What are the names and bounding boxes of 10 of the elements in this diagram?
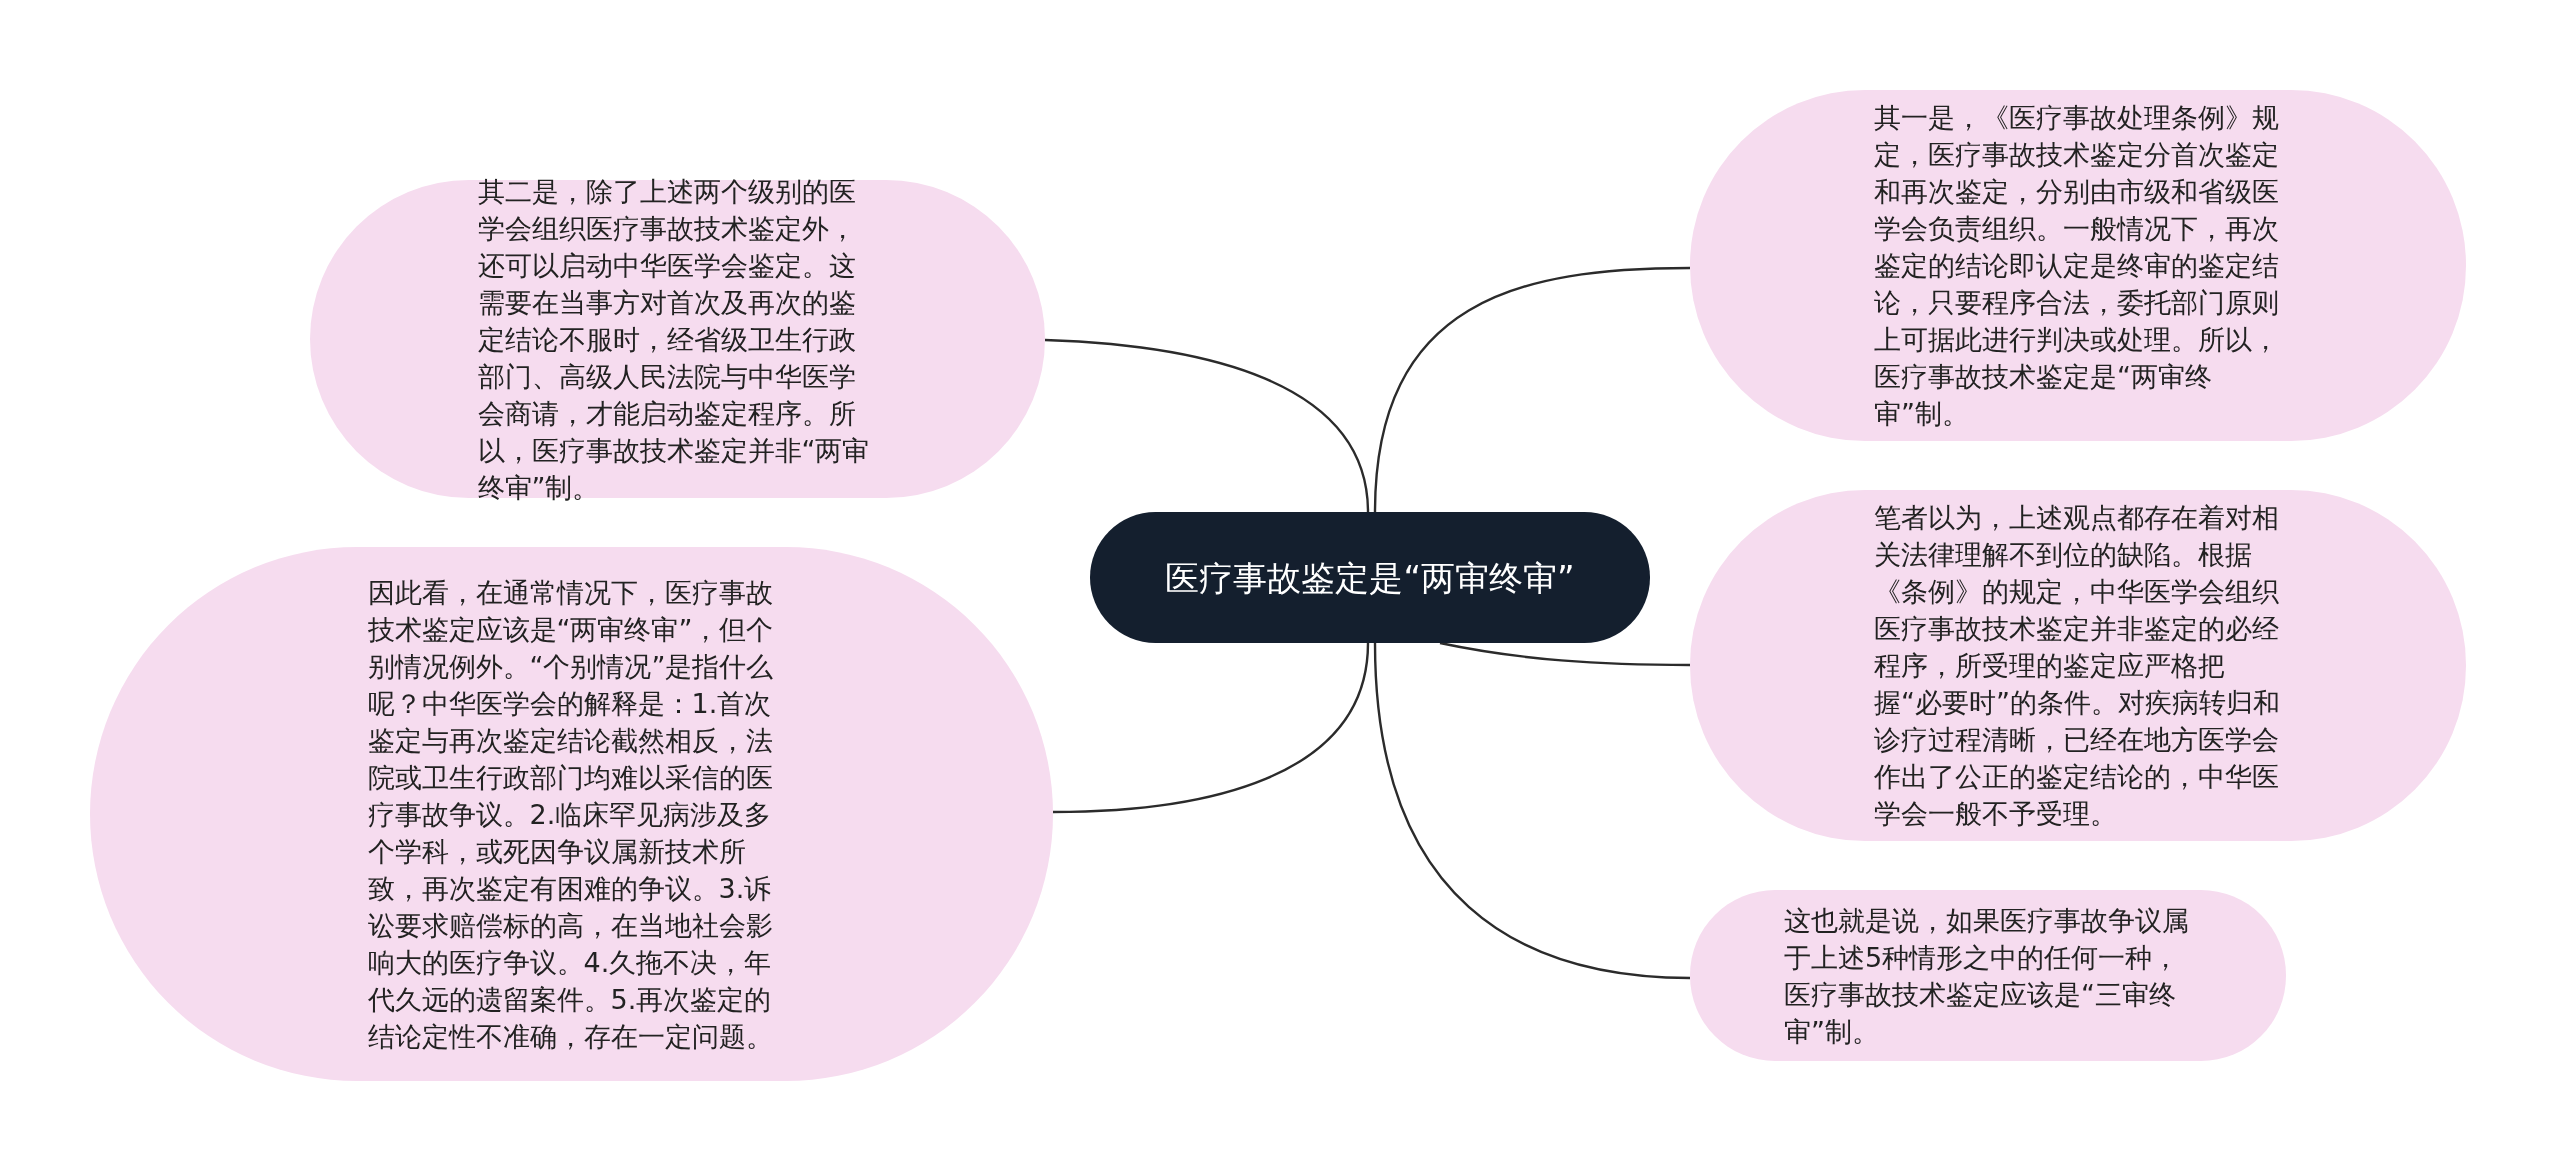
topic-text: 笔者以为，上述观点都存在着对相关法律理解不到位的缺陷。根据《条例》的规定，中华医学会组织医疗事故技术鉴定并非鉴定的必经程序，所受理的鉴定应严格把握“必要时”的条件。对疾病转归和诊疗过程清晰，已经在地方医学会作出了公正的鉴定结论的，中华医学会一般不予受理。 xyxy=(1874,501,2281,831)
connector-line xyxy=(1044,338,1370,513)
topic-text: 其一是，《医疗事故处理条例》规定，医疗事故技术鉴定分首次鉴定和再次鉴定，分别由市级和省级医学会负责组织。一般情况下，再次鉴定的结论即认定是终审的鉴定结论，只要程序合法，委托部门原则上可据此进行判决或处理。所以，医疗事故技术鉴定是“两审终审”制。 xyxy=(1874,101,2280,431)
connector-line xyxy=(1439,641,1690,667)
topic-text: 这也就是说，如果医疗事故争议属于上述5种情形之中的任何一种，医疗事故技术鉴定应该是“三审终审”制。 xyxy=(1784,903,2190,1049)
topic-text: 其二是，除了上述两个级别的医学会组织医疗事故技术鉴定外，还可以启动中华医学会鉴定。这需要在当事方对首次及再次的鉴定结论不服时，经省级卫生行政部门、高级人民法院与中华医学会商请，才能启动鉴定程序。所以，医疗事故技术鉴定并非“两审终审”制。 xyxy=(477,174,871,505)
connector-line xyxy=(1373,266,1691,513)
topic-text: 因此看，在通常情况下，医疗事故技术鉴定应该是“两审终审”，但个别情况例外。“个别情况”是指什么呢？中华医学会的解释是：1.首次鉴定与再次鉴定结论截然相反，法院或卫生行政部门均难以采信的医疗事故争议。2.临床罕见病涉及多个学科，或死因争议属新技术所致，再次鉴定有困难的争议。3.诉讼要求赔偿标的高，在当地社会影响大的医疗争议。4.久拖不决，年代久远的遗留案件。5.再次鉴定的结论定性不准确，存在一定问题。 xyxy=(367,575,775,1054)
topic-title: 医疗事故鉴定是“两审终审” xyxy=(1164,556,1576,600)
connector-line xyxy=(1052,642,1370,814)
